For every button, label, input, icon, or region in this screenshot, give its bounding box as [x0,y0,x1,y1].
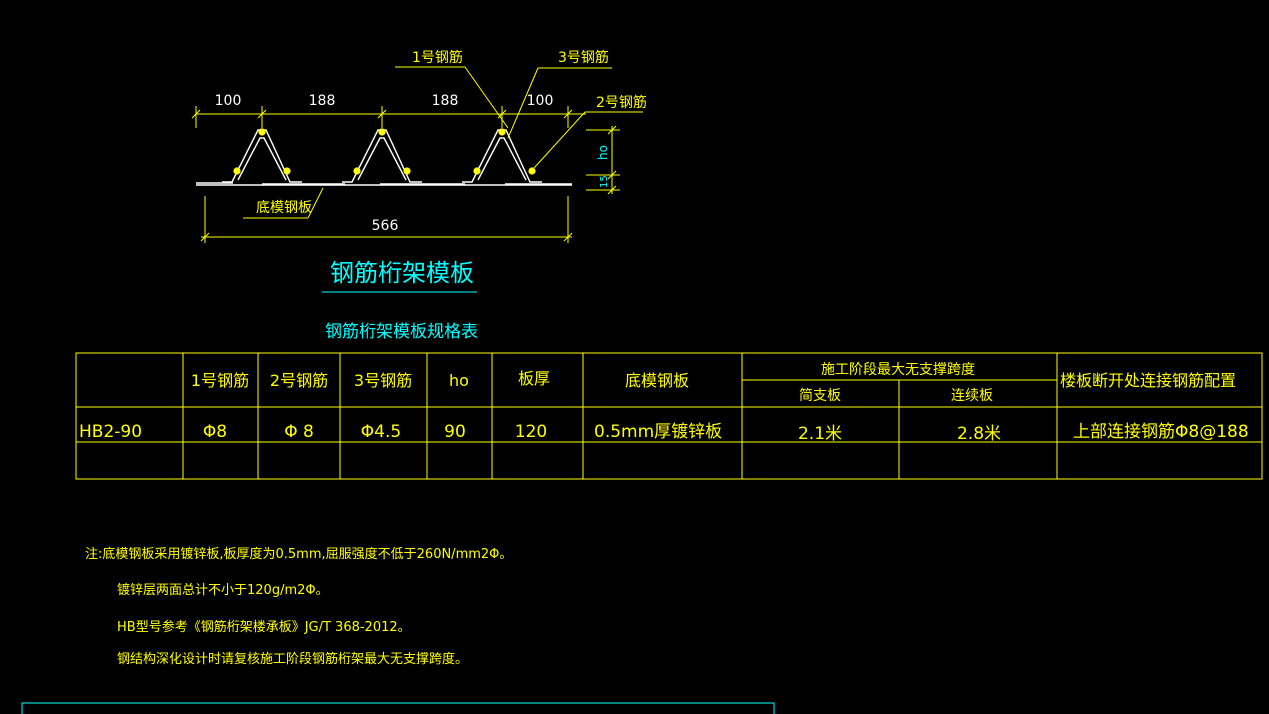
spec-table-grid [75,352,1263,480]
dim-ho: ho [596,145,610,160]
note-1: 注:底模钢板采用镀锌板,板厚度为0.5mm,屈服强度不低于260N/mm2Φ。 [85,546,512,562]
dim-100-right: 100 [527,93,554,109]
dim-188-a: 188 [309,93,336,109]
truss-web-1-inner [237,137,287,181]
note-3: HB型号参考《钢筋桁架楼承板》JG/T 368-2012。 [117,619,411,635]
bottom-dimension-line [200,196,573,243]
callout-leaders [243,66,643,219]
dim-15: 15 [599,175,610,188]
th-span-simple: 简支板 [799,387,841,404]
rebar-dots [233,128,536,175]
td-span-simple: 2.1米 [798,424,842,444]
dim-100-left: 100 [215,93,242,109]
callout-bar3: 3号钢筋 [558,49,609,66]
td-thickness: 120 [515,422,547,442]
truss-web-3-inner [477,137,527,181]
td-ho: 90 [444,422,466,442]
td-bar2: Φ 8 [284,422,314,442]
height-dimension [586,125,620,195]
truss-section [196,128,572,186]
table-title: 钢筋桁架模板规格表 [325,322,478,342]
td-bottom-plate: 0.5mm厚镀锌板 [594,422,722,442]
th-bar3: 3号钢筋 [354,371,412,390]
td-model: HB2-90 [79,422,142,442]
note-2: 镀锌层两面总计不小于120g/m2Φ。 [117,582,329,598]
top-dimension-line [191,106,586,128]
th-bar1: 1号钢筋 [191,371,249,390]
th-bar2: 2号钢筋 [270,371,328,390]
truss-web-2-inner [357,137,407,181]
callout-bottom-plate: 底模钢板 [256,200,312,216]
dim-188-b: 188 [432,93,459,109]
dim-566: 566 [372,218,399,234]
bottom-plate-line [196,182,572,185]
td-connection: 上部连接钢筋Φ8@188 [1073,422,1249,442]
note-4: 钢结构深化设计时请复核施工阶段钢筋桁架最大无支撑跨度。 [117,651,468,667]
th-connection: 楼板断开处连接钢筋配置 [1060,371,1236,390]
callout-bar2: 2号钢筋 [596,94,647,111]
frame-border [21,702,775,714]
td-span-continuous: 2.8米 [957,424,1001,444]
th-thickness: 板厚 [518,369,550,388]
th-bottom-plate: 底模钢板 [625,371,689,390]
drawing-title: 钢筋桁架模板 [330,259,474,287]
th-ho: ho [449,371,469,390]
callout-bar1: 1号钢筋 [412,49,463,66]
th-span-group: 施工阶段最大无支撑跨度 [821,362,975,378]
th-span-continuous: 连续板 [951,387,993,404]
td-bar1: Φ8 [203,422,227,442]
td-bar3: Φ4.5 [361,422,401,442]
